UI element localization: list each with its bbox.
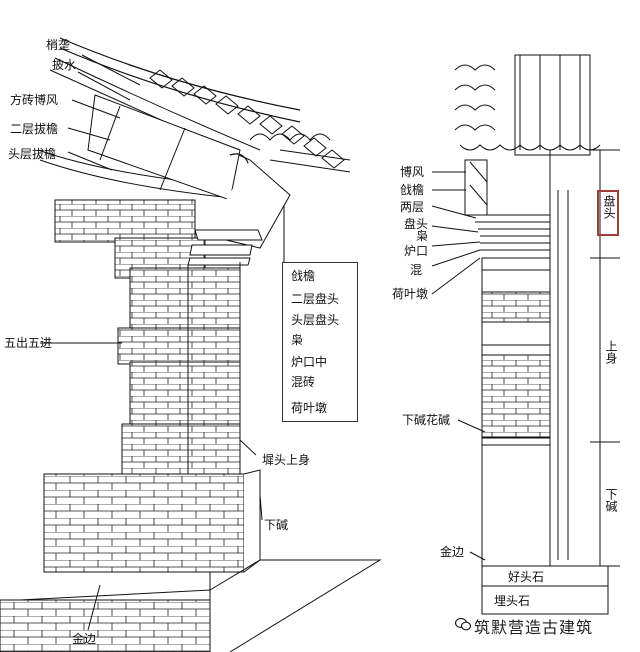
label-heyedun: 荷叶墩 xyxy=(392,287,429,301)
label-qiangyan-right: 戗檐 xyxy=(400,183,425,197)
roof-tiles xyxy=(149,69,351,173)
left-drawing xyxy=(0,37,382,652)
label-xiajian: 下碱 xyxy=(264,518,289,532)
legend-item: 戗檐 xyxy=(291,269,316,283)
label-liangceng: 两层 xyxy=(400,200,425,214)
label-haotoushi: 好头石 xyxy=(508,570,545,584)
label-pantou: 盘头 xyxy=(404,217,429,231)
label-fangzhuan-bofeng: 方砖博风 xyxy=(10,93,59,107)
label-titou-shangshen: 墀头上身 xyxy=(262,453,311,467)
label-shaoleng: 梢垄 xyxy=(46,38,71,52)
wechat-icon xyxy=(455,617,471,631)
label-erceng-bayan: 二层拔檐 xyxy=(10,122,59,136)
vlabel-pantou: 盘头 xyxy=(602,195,616,219)
label-jinbian-right: 金边 xyxy=(440,545,465,559)
vlabel-xiajian: 下碱 xyxy=(604,488,618,512)
legend-item: 炉口中 xyxy=(291,355,328,369)
label-xiajian-huajian: 下碱花碱 xyxy=(402,413,451,427)
label-pishui: 披水 xyxy=(52,58,77,72)
legend-item: 头层盘头 xyxy=(291,313,340,327)
label-hun: 混 xyxy=(410,263,423,277)
label-lukou: 炉口 xyxy=(404,244,429,258)
vlabel-shangshen: 上身 xyxy=(604,340,618,364)
watermark: 筑默营造古建筑 xyxy=(474,618,594,637)
right-drawing xyxy=(431,54,620,615)
label-wuchu-wujin: 五出五进 xyxy=(4,336,53,350)
legend-item: 枭 xyxy=(291,333,304,347)
highlight-box xyxy=(597,190,619,236)
label-bofeng: 博风 xyxy=(400,165,425,179)
label-xiao: 枭 xyxy=(416,229,429,243)
legend-item: 荷叶墩 xyxy=(291,401,328,415)
legend-box: 戗檐 二层盘头 头层盘头 枭 炉口中 混砖 荷叶墩 xyxy=(282,262,358,422)
label-jinbian-left: 金边 xyxy=(72,632,97,646)
legend-item: 混砖 xyxy=(291,375,316,389)
label-maitoushi: 埋头石 xyxy=(494,594,531,608)
label-touceng-bayan: 头层拔檐 xyxy=(8,147,57,161)
legend-item: 二层盘头 xyxy=(291,292,340,306)
